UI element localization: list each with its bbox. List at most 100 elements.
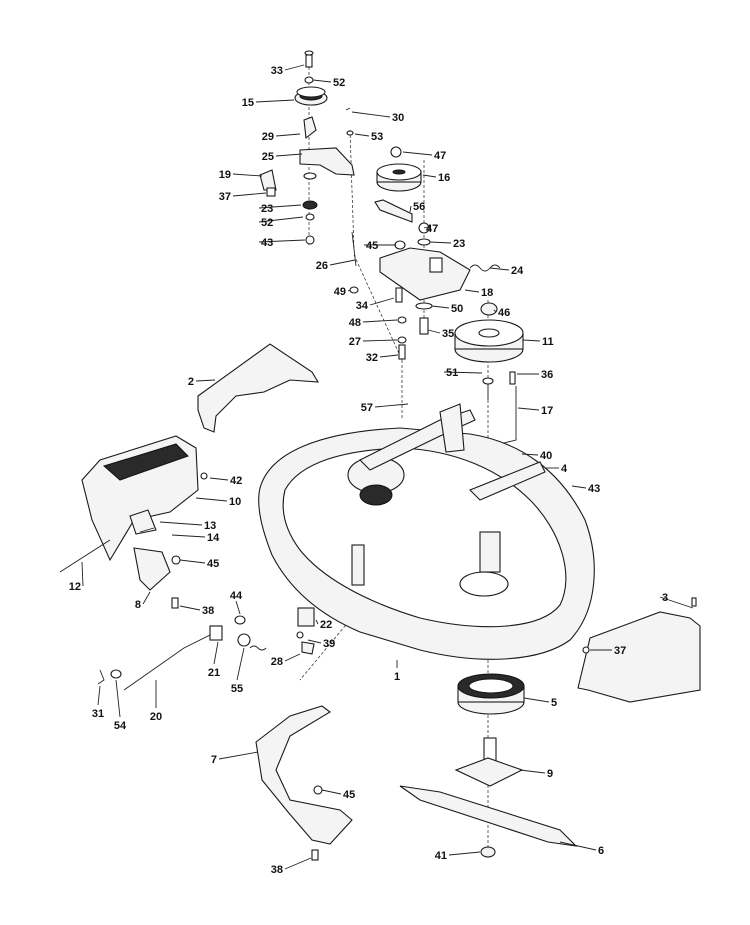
leader-5 <box>523 697 550 703</box>
callout-37: 37 <box>219 191 231 203</box>
callout-52: 52 <box>261 217 273 229</box>
callout-17: 17 <box>541 405 553 417</box>
leader-50 <box>431 305 450 309</box>
callout-39: 39 <box>323 638 335 650</box>
front-baffle <box>255 705 353 861</box>
leader-8 <box>142 591 151 605</box>
callout-50: 50 <box>451 303 463 315</box>
callout-23: 23 <box>453 238 465 250</box>
leader-18 <box>464 289 480 293</box>
leader-27 <box>362 339 398 342</box>
leader-46 <box>493 309 497 313</box>
callout-43: 43 <box>261 237 273 249</box>
callout-36: 36 <box>541 369 553 381</box>
callout-51: 51 <box>446 367 458 379</box>
callout-46: 46 <box>498 307 510 319</box>
callout-52: 52 <box>333 77 345 89</box>
leader-11 <box>522 339 541 342</box>
leader-10 <box>195 497 228 502</box>
callout-47: 47 <box>426 223 438 235</box>
callout-27: 27 <box>349 336 361 348</box>
callout-28: 28 <box>271 656 283 668</box>
callout-15: 15 <box>242 97 254 109</box>
leader-16 <box>422 174 437 178</box>
leader-22 <box>315 619 319 625</box>
callout-41: 41 <box>435 850 447 862</box>
callout-33: 33 <box>271 65 283 77</box>
leader-55 <box>236 647 245 681</box>
leader-14 <box>171 534 206 538</box>
leader-48 <box>362 319 398 323</box>
callout-7: 7 <box>211 754 217 766</box>
leader-9 <box>519 769 546 774</box>
leader-38 <box>284 857 312 870</box>
callout-14: 14 <box>207 532 220 544</box>
callout-47: 47 <box>434 150 446 162</box>
callout-19: 19 <box>219 169 231 181</box>
right-deflector <box>577 597 701 703</box>
leader-6 <box>559 841 597 851</box>
callout-22: 22 <box>320 619 332 631</box>
leader-37 <box>232 192 267 197</box>
leader-33 <box>284 64 305 71</box>
callout-30: 30 <box>392 112 404 124</box>
left-belt-cover <box>59 435 208 609</box>
leader-43 <box>258 239 306 243</box>
leader-49 <box>347 289 351 292</box>
leader-51 <box>443 371 483 374</box>
callout-5: 5 <box>551 697 557 709</box>
leader-25 <box>275 153 303 157</box>
callout-42: 42 <box>230 475 242 487</box>
callout-38: 38 <box>202 605 214 617</box>
callout-53: 53 <box>371 131 383 143</box>
leader-39 <box>307 639 322 644</box>
callout-35: 35 <box>442 328 454 340</box>
leader-54 <box>115 679 121 718</box>
leader-47 <box>402 151 433 156</box>
leader-29 <box>275 133 301 137</box>
callout-25: 25 <box>262 151 274 163</box>
leader-57 <box>374 403 409 408</box>
leader-52 <box>258 216 304 223</box>
leader-38 <box>179 605 201 611</box>
callout-40: 40 <box>540 450 552 462</box>
callout-45: 45 <box>343 789 355 801</box>
callout-8: 8 <box>135 599 141 611</box>
leader-34 <box>369 297 395 306</box>
leader-19 <box>232 173 263 177</box>
callout-3: 3 <box>662 592 668 604</box>
leader-53 <box>354 133 370 137</box>
callout-11: 11 <box>542 336 554 348</box>
leader-7 <box>218 751 259 760</box>
leader-42 <box>209 477 229 481</box>
callout-18: 18 <box>481 287 493 299</box>
leader-15 <box>255 99 295 103</box>
leader-31 <box>97 685 101 706</box>
leader-17 <box>517 407 540 411</box>
callout-12: 12 <box>69 581 81 593</box>
callout-37: 37 <box>614 645 626 657</box>
leader-24 <box>489 267 510 271</box>
callout-6: 6 <box>598 845 604 857</box>
right-idler-assembly <box>349 146 501 360</box>
leader-32 <box>379 354 399 358</box>
leader-45 <box>179 559 206 564</box>
upper-idler-stack <box>259 50 355 245</box>
leader-23 <box>429 241 452 244</box>
spindle-assembly <box>399 673 578 858</box>
callout-54: 54 <box>114 720 127 732</box>
callout-24: 24 <box>511 265 524 277</box>
callout-9: 9 <box>547 768 553 780</box>
leader-30 <box>351 111 391 118</box>
belt-shield <box>197 343 320 433</box>
leader-52 <box>312 79 332 83</box>
callout-44: 44 <box>230 590 243 602</box>
leader-47 <box>423 225 432 229</box>
callout-29: 29 <box>262 131 274 143</box>
leader-35 <box>427 329 441 334</box>
callout-49: 49 <box>334 286 346 298</box>
callout-57: 57 <box>361 402 373 414</box>
lift-linkage <box>97 607 315 691</box>
